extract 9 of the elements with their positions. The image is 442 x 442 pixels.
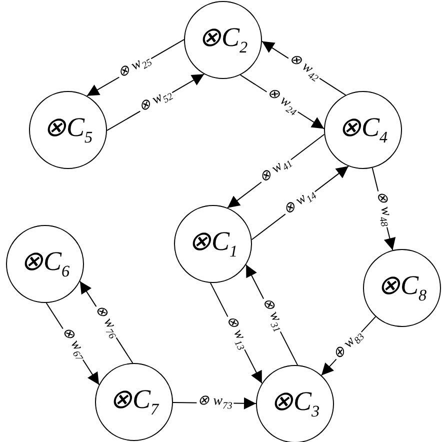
node-label: ⊗C$_{4}$	[338, 114, 388, 146]
node-label: ⊗C$_{6}$	[20, 248, 70, 280]
node-label: ⊗C$_{7}$	[109, 386, 159, 418]
node-label: ⊗C$_{3}$	[270, 388, 320, 420]
node-circle	[256, 365, 334, 442]
node-label: ⊗C$_{2}$	[198, 24, 248, 56]
node-label: ⊗C$_{1}$	[188, 228, 238, 260]
node-label: ⊗C$_{5}$	[43, 114, 93, 146]
node-label: ⊗C$_{8}$	[377, 272, 427, 304]
